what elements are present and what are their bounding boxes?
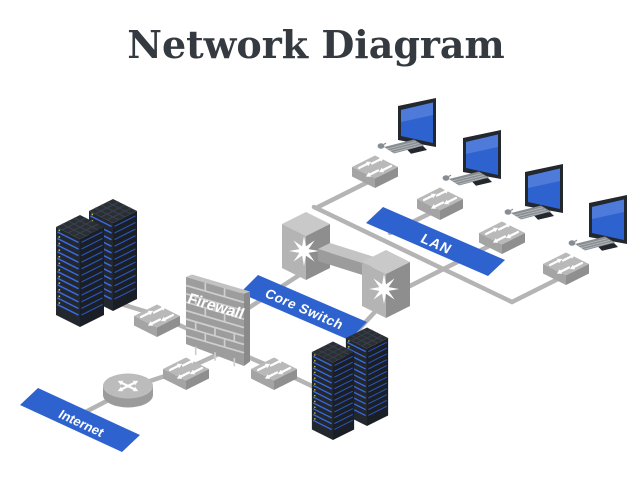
router-icon xyxy=(103,374,153,408)
core-switch-ribbon: Core Switch xyxy=(240,275,367,340)
page-title: Network Diagram xyxy=(127,22,505,67)
core-switch-2-icon xyxy=(362,250,410,318)
workstation-1 xyxy=(352,98,436,188)
server-rack-pair-left xyxy=(55,198,138,328)
edge-core1-bus xyxy=(311,204,515,305)
server-rack-icon xyxy=(55,214,105,328)
server-rack-icon xyxy=(311,340,355,441)
core-switch-1-icon xyxy=(282,212,330,280)
firewall-icon: Firewall xyxy=(185,274,250,367)
server-rack-pair-bottom xyxy=(311,326,389,441)
workstation-3 xyxy=(479,164,563,254)
